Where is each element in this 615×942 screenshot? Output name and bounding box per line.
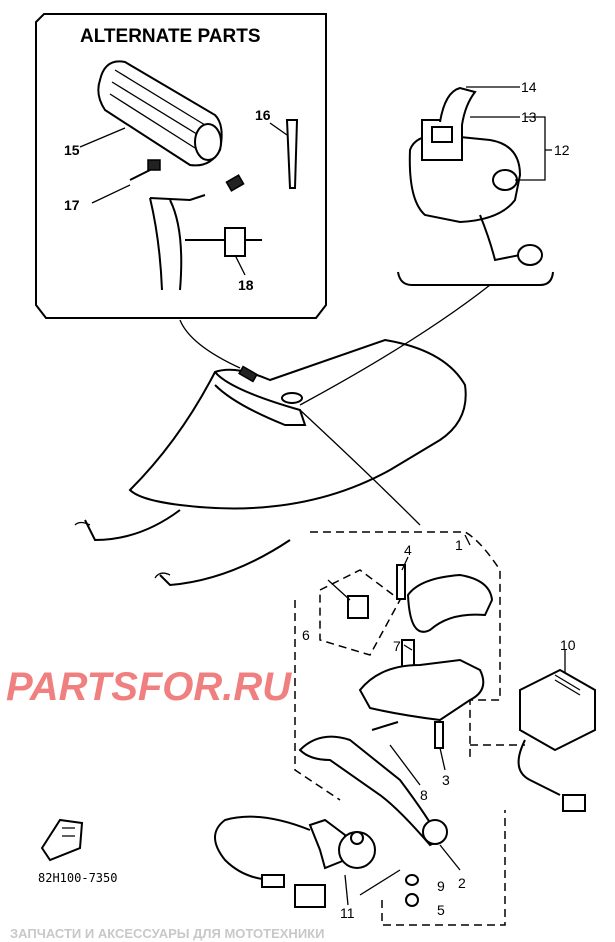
callout-10: 10 — [560, 637, 576, 653]
watermark-tagline: ЗАПЧАСТИ И АКСЕССУАРЫ ДЛЯ МОТОТЕХНИКИ — [10, 926, 324, 941]
callout-14: 14 — [521, 79, 537, 95]
front-arrow-icon — [40, 818, 84, 862]
callout-2: 2 — [458, 875, 466, 891]
callout-7: 7 — [393, 638, 401, 654]
alternate-parts-title: ALTERNATE PARTS — [80, 26, 261, 47]
switch-housing-panel: 14 13 12 — [397, 79, 570, 286]
callout-18: 18 — [238, 277, 254, 293]
callout-11: 11 — [340, 905, 355, 921]
callout-15: 15 — [64, 142, 80, 158]
alternate-parts-panel: ALTERNATE PARTS 15 16 17 18 — [35, 13, 327, 319]
callout-6: 6 — [302, 627, 310, 643]
wire-harness — [129, 159, 262, 291]
callout-4: 4 — [404, 542, 412, 558]
callout-16: 16 — [255, 107, 271, 123]
heated-grip — [97, 60, 223, 167]
part-code: 82H100-7350 — [38, 871, 117, 885]
brake-light-switch — [214, 815, 419, 908]
callout-3: 3 — [442, 772, 450, 788]
callout-8: 8 — [420, 787, 428, 803]
callout-5: 5 — [437, 902, 445, 918]
callout-12: 12 — [554, 142, 570, 158]
lever-assembly — [298, 564, 596, 847]
callout-13: 13 — [521, 109, 537, 125]
callout-1-bracket: 1 — [455, 537, 463, 553]
callout-9: 9 — [437, 878, 445, 894]
watermark-logo: PARTSFOR.RU — [6, 665, 292, 709]
snowmobile-body — [74, 338, 467, 587]
cable-tie — [285, 119, 299, 189]
callout-17: 17 — [64, 197, 80, 213]
